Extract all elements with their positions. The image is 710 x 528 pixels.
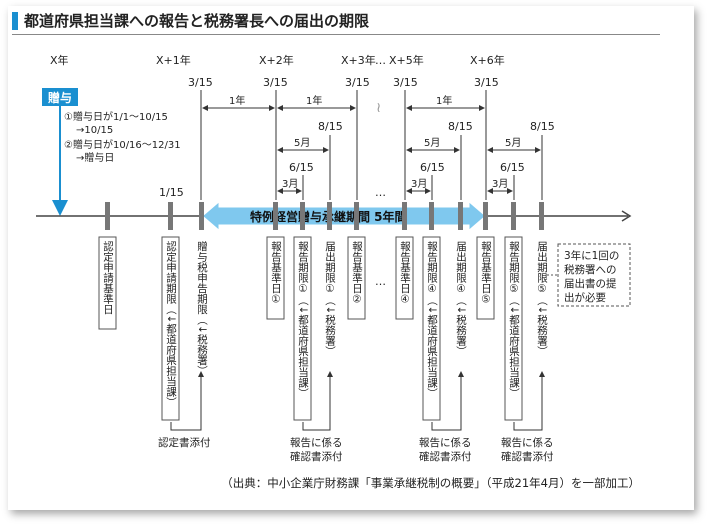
label-box bbox=[98, 236, 117, 330]
source-note: （出典：中小企業庁財務課「事業承継税制の概要」（平成21年4月）を一部加工） bbox=[221, 476, 640, 490]
duration-3-month: 3月 bbox=[411, 178, 427, 190]
date-label-6-15: 6/15 bbox=[420, 161, 445, 174]
year-label: X+5年 bbox=[389, 53, 424, 67]
tick bbox=[199, 202, 204, 230]
date-label-8-15: 8/15 bbox=[318, 120, 343, 133]
tick bbox=[327, 202, 332, 230]
tick-label-report-deadline-4: 報告期限④（↓都道府県担当課） bbox=[426, 241, 438, 398]
tick bbox=[511, 202, 516, 230]
tick bbox=[402, 202, 407, 230]
date-label-3-15: 3/15 bbox=[188, 76, 213, 89]
date-label-3-15: 3/15 bbox=[474, 76, 499, 89]
label-box bbox=[161, 236, 180, 421]
duration-1-year: 1年 bbox=[229, 94, 245, 107]
year-label: X+3年 bbox=[341, 53, 376, 67]
attach-certificate: 認定書添付 bbox=[158, 436, 211, 449]
tick-label-report-base-2: 報告基準日② bbox=[351, 241, 363, 306]
tick bbox=[429, 202, 434, 230]
duration-3-month: 3月 bbox=[492, 178, 508, 190]
duration-1-year: 1年 bbox=[436, 94, 452, 107]
label-box bbox=[452, 237, 469, 372]
gift-note-1b: →10/15 bbox=[76, 125, 113, 136]
date-label-3-15: 3/15 bbox=[393, 76, 418, 89]
tick-label-authorization-deadline: 認定申請期限（↓都道府県担当課） bbox=[165, 240, 177, 407]
tick bbox=[300, 202, 305, 230]
tick-label-authorization-base-date: 認定申請基準日 bbox=[102, 240, 114, 314]
date-label-8-15: 8/15 bbox=[530, 120, 555, 133]
tick bbox=[168, 202, 173, 230]
label-box bbox=[293, 236, 312, 421]
gift-note-2b: →贈与日 bbox=[76, 151, 114, 164]
year-label: X+2年 bbox=[259, 53, 294, 67]
tick bbox=[458, 202, 463, 230]
gift-box bbox=[42, 88, 78, 106]
tick bbox=[483, 202, 488, 230]
year-label: X年 bbox=[50, 53, 69, 67]
gift-label: 贈与 bbox=[48, 90, 72, 105]
tick-label-report-base-5: 報告基準日⑤ bbox=[480, 241, 492, 306]
label-box bbox=[476, 236, 495, 320]
tick bbox=[273, 202, 278, 230]
duration-5-month: 5月 bbox=[424, 137, 440, 149]
duration-1-year: 1年 bbox=[306, 94, 322, 107]
tick-label-report-base-4: 報告基準日④ bbox=[399, 241, 411, 306]
duration-5-month: 5月 bbox=[505, 137, 521, 149]
label-box bbox=[533, 237, 550, 372]
date-label-8-15: 8/15 bbox=[448, 120, 473, 133]
label-box bbox=[395, 236, 414, 320]
date-label-3-15: 3/15 bbox=[345, 76, 370, 89]
label-box bbox=[193, 237, 210, 372]
duration-3-month: 3月 bbox=[282, 178, 298, 190]
year-label: X+6年 bbox=[470, 53, 505, 67]
figure-title: 都道府県担当課への報告と税務署長への届出の期限 bbox=[24, 12, 370, 30]
gift-note-1: ①贈与日が1/1～10/15 bbox=[64, 110, 168, 123]
tick-label-submission-deadline-1: 届出期限①（↓税務署） bbox=[324, 241, 336, 356]
tick-label-report-deadline-5: 報告期限⑤（↓都道府県担当課） bbox=[508, 241, 520, 398]
title-underline bbox=[12, 34, 660, 35]
attach-confirmation: 報告に係る確認書添付 bbox=[501, 436, 554, 463]
year-ellipsis: … bbox=[375, 54, 386, 67]
note-box-text: 3年に1回の税務署への届出書の提出が必要 bbox=[564, 249, 619, 304]
label-box bbox=[504, 236, 523, 421]
gift-note-2: ②贈与日が10/16～12/31 bbox=[64, 138, 181, 151]
axis-arrowhead bbox=[621, 210, 632, 222]
ellipsis: … bbox=[375, 186, 386, 199]
title-accent-bar bbox=[12, 12, 18, 30]
date-label-6-15: 6/15 bbox=[289, 161, 314, 174]
attach-confirmation: 報告に係る確認書添付 bbox=[419, 436, 472, 463]
label-box bbox=[422, 236, 441, 421]
tick bbox=[539, 202, 544, 230]
note-box bbox=[557, 243, 631, 307]
ellipsis-lower: … bbox=[375, 275, 386, 288]
label-box bbox=[321, 237, 338, 372]
label-box bbox=[347, 236, 366, 320]
date-label-6-15: 6/15 bbox=[500, 161, 525, 174]
date-label-1-15: 1/15 bbox=[159, 186, 184, 199]
wave-break: ≀ bbox=[376, 100, 381, 116]
tick-label-report-deadline-1: 報告期限①（↓都道府県担当課） bbox=[297, 241, 309, 398]
tick-label-submission-deadline-5: 届出期限⑤（↓税務署） bbox=[536, 241, 548, 356]
label-box bbox=[266, 236, 285, 320]
attach-confirmation: 報告に係る確認書添付 bbox=[290, 436, 343, 463]
tick-label-report-base-1: 報告基準日① bbox=[270, 241, 282, 306]
tick bbox=[105, 202, 110, 230]
tick-label-submission-deadline-4: 届出期限④（↓税務署） bbox=[455, 241, 467, 356]
tick-label-gift-tax-deadline: 贈与税申告期限（↓税務署） bbox=[196, 240, 208, 376]
year-label: X+1年 bbox=[156, 53, 191, 67]
tick bbox=[354, 202, 359, 230]
duration-5-month: 5月 bbox=[294, 137, 310, 149]
date-label-3-15: 3/15 bbox=[263, 76, 288, 89]
